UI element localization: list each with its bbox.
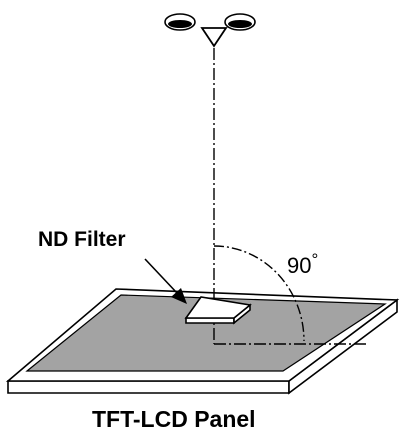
panel-front-face — [7, 380, 290, 394]
angle-label: 90° — [287, 251, 318, 277]
nd-filter — [184, 296, 252, 325]
angle-value: 90 — [287, 253, 312, 278]
panel-active-area — [25, 294, 387, 372]
right-angle-arc — [213, 245, 305, 342]
degree-unit: ° — [311, 250, 319, 269]
nd-filter-label: ND Filter — [38, 228, 126, 251]
left-eye-icon — [164, 13, 196, 31]
observer-group — [164, 13, 256, 48]
right-eye-icon — [224, 13, 256, 31]
tft-lcd-panel-label: TFT-LCD Panel — [92, 406, 256, 432]
detector-triangle-icon — [200, 27, 228, 48]
nd-filter-top-face — [184, 296, 252, 319]
filter-pointer-arrow — [144, 258, 187, 304]
